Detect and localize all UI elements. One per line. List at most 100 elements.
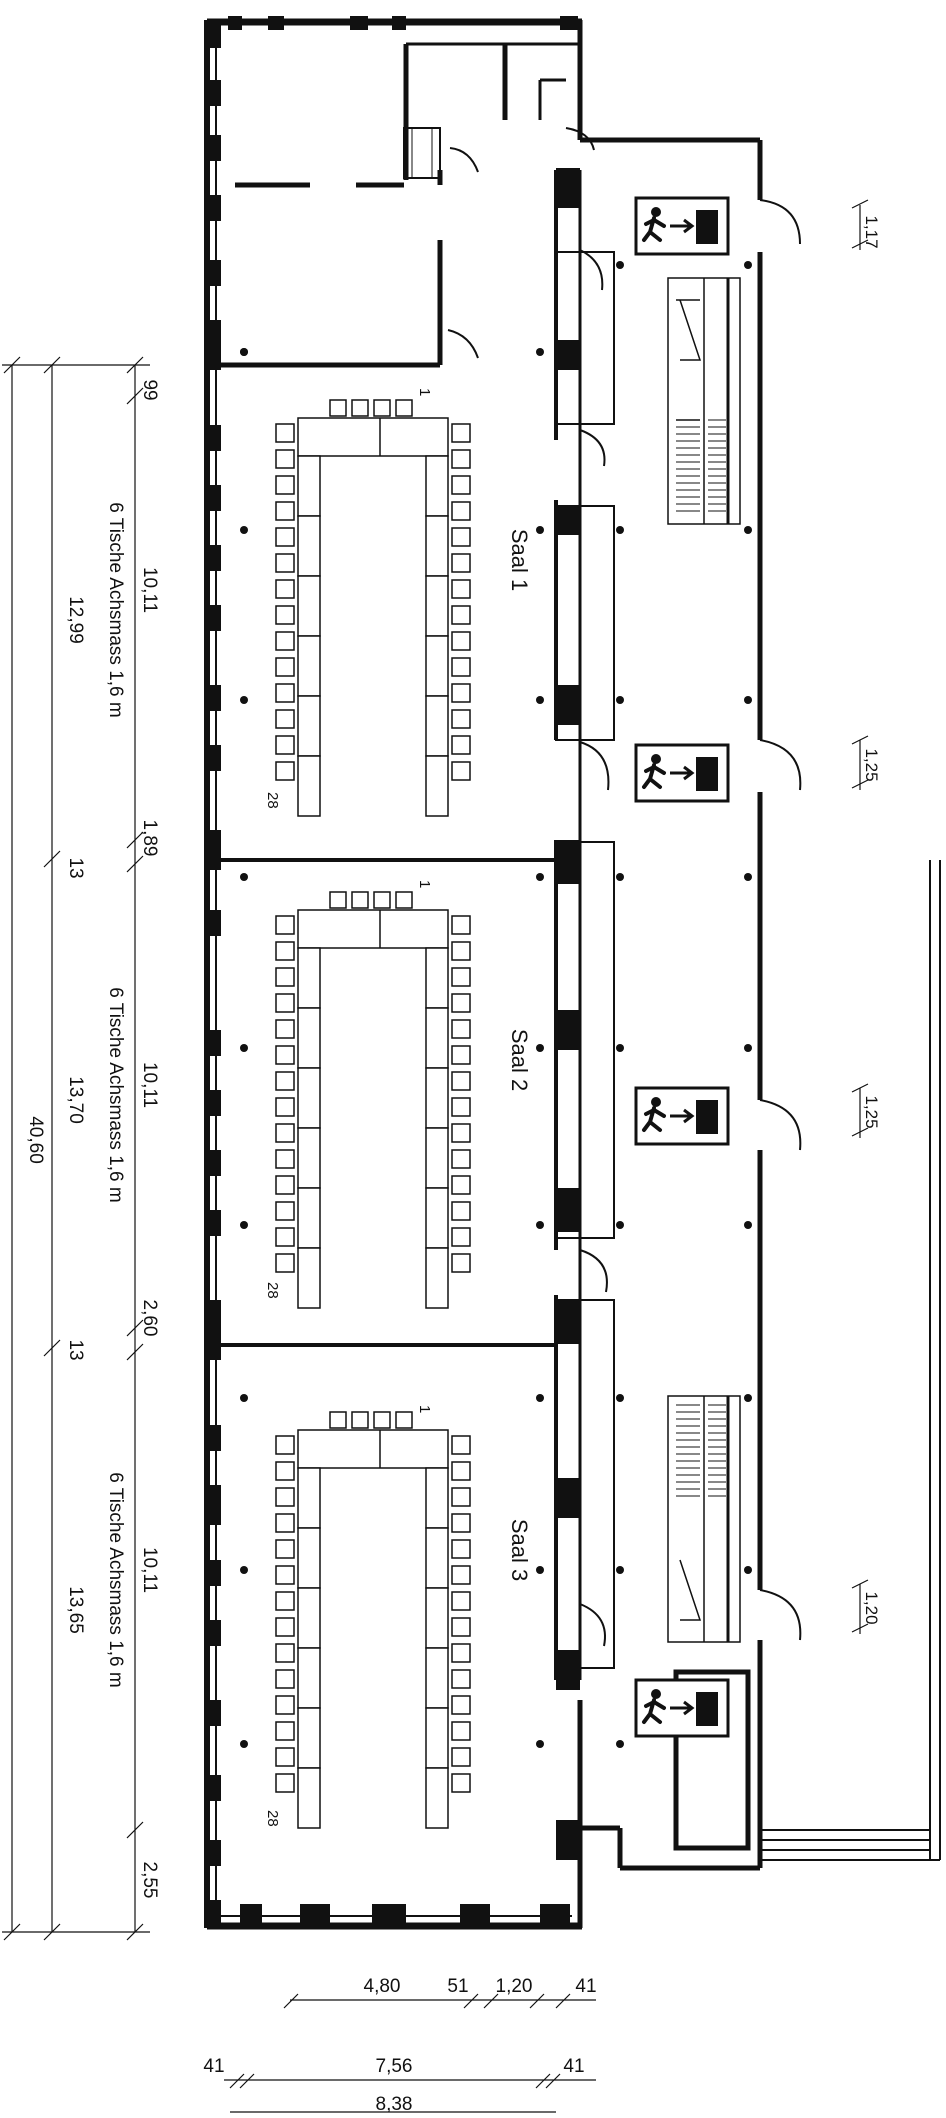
dimension-lines-bottom (224, 1993, 596, 2113)
chair (275, 1695, 295, 1715)
edge-dimension: 1,89 (139, 820, 160, 857)
chair (451, 1695, 471, 1715)
chair (275, 1617, 295, 1637)
chair (329, 891, 347, 909)
chair (451, 915, 471, 935)
chair (451, 449, 471, 469)
chair (451, 1721, 471, 1741)
staircase-lower (667, 1395, 741, 1643)
bottom-dimension: 1,20 (496, 1976, 533, 1997)
chair (275, 1643, 295, 1663)
chair (451, 501, 471, 521)
chair (451, 1669, 471, 1689)
chair (275, 553, 295, 573)
door-dimension: 1,25 (862, 1095, 881, 1128)
chair (451, 1591, 471, 1611)
terrace-railing (760, 860, 941, 1861)
stair-treads-upper (676, 419, 726, 512)
chair (451, 735, 471, 755)
tables-note: 6 Tische Achsmass 1,6 m (105, 987, 126, 1202)
chair (451, 1227, 471, 1247)
stair-treads-lower (676, 1404, 726, 1497)
door-dimension: 1,17 (862, 215, 881, 248)
chair (351, 1411, 369, 1429)
chair (275, 1071, 295, 1091)
chair (451, 1201, 471, 1221)
columns (240, 261, 752, 1748)
chair (275, 709, 295, 729)
chair (451, 1617, 471, 1637)
chair (275, 579, 295, 599)
chair (451, 941, 471, 961)
table-layouts (275, 399, 471, 1829)
hall-width-dimension: 10,11 (139, 1547, 160, 1593)
chair (275, 527, 295, 547)
chair (451, 1149, 471, 1169)
tables-note: 6 Tische Achsmass 1,6 m (105, 502, 126, 717)
chair (275, 1513, 295, 1533)
table (425, 1247, 449, 1309)
head-table (297, 909, 449, 949)
edge-dimension: 2,60 (139, 1300, 160, 1337)
chair (451, 1461, 471, 1481)
chair (275, 1253, 295, 1273)
chair (329, 1411, 347, 1429)
chair (451, 605, 471, 625)
seat-number-first: 1 (416, 388, 433, 396)
chair (275, 1019, 295, 1039)
chair (275, 1773, 295, 1793)
chair (451, 423, 471, 443)
table (297, 755, 321, 817)
chair (395, 891, 413, 909)
chair (451, 1175, 471, 1195)
chair (275, 941, 295, 961)
chair (451, 579, 471, 599)
edge-dimension: 2,55 (139, 1862, 160, 1899)
chair (451, 1747, 471, 1767)
left-window-piers (205, 16, 578, 1928)
seat-number-last: 28 (264, 1282, 281, 1299)
bottom-dimension: 4,80 (364, 1976, 401, 1997)
chair (275, 1435, 295, 1455)
table (297, 1247, 321, 1309)
chair (275, 735, 295, 755)
chair (451, 967, 471, 987)
chair (395, 1411, 413, 1429)
chair (373, 891, 391, 909)
building-walls (204, 18, 763, 1930)
hall-label: Saal 2 (507, 1029, 532, 1091)
chair (275, 993, 295, 1013)
head-table (297, 1429, 449, 1469)
chair (451, 1565, 471, 1585)
chair (275, 631, 295, 651)
chair (275, 1045, 295, 1065)
chair (451, 1487, 471, 1507)
chair (451, 761, 471, 781)
chair (351, 399, 369, 417)
chair (451, 1097, 471, 1117)
chair (451, 631, 471, 651)
chair (373, 399, 391, 417)
segment-dimension: 13,65 (65, 1586, 86, 1634)
total-length-dimension: 40,60 (25, 1116, 46, 1164)
hall-width-dimension: 10,11 (139, 1062, 160, 1108)
chair (451, 1643, 471, 1663)
chair (451, 1253, 471, 1273)
chair (275, 657, 295, 677)
chair (451, 1019, 471, 1039)
bottom-dimension: 41 (203, 2056, 224, 2077)
chair (451, 993, 471, 1013)
bottom-dimension: 41 (575, 1976, 596, 1997)
chair (275, 1201, 295, 1221)
chair (373, 1411, 391, 1429)
segment-dimension: 13,70 (65, 1076, 86, 1124)
chair (275, 1097, 295, 1117)
chair (451, 1123, 471, 1143)
chair (275, 1747, 295, 1767)
chair (275, 1487, 295, 1507)
dimension-lines-left (2, 356, 150, 1941)
chair (451, 475, 471, 495)
chair (275, 1149, 295, 1169)
